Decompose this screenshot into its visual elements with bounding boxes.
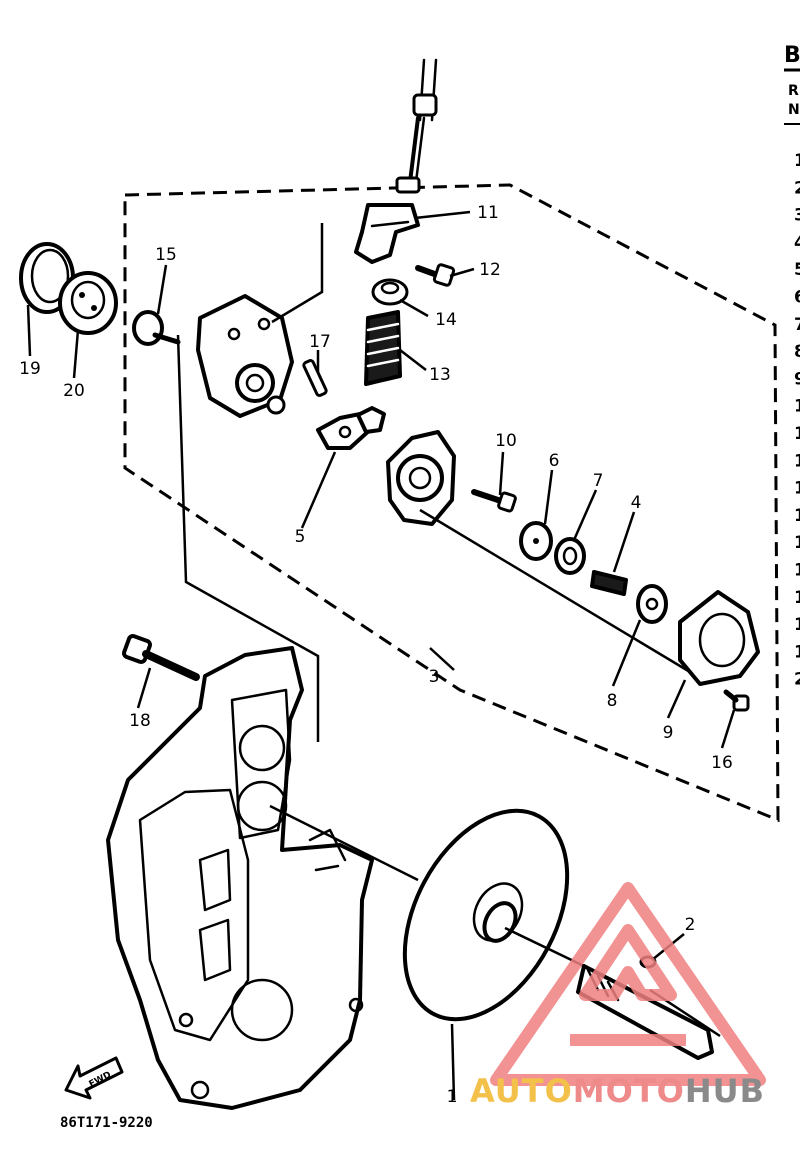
callout-19: 19 <box>19 359 41 379</box>
side-number: 1 <box>794 424 800 444</box>
part-1-impeller <box>402 808 570 1022</box>
side-number: 4 <box>794 233 800 253</box>
watermark-text: AUTOMOTOHUB <box>470 1072 765 1110</box>
callout-7: 7 <box>593 471 604 491</box>
assembly-boundary <box>123 183 780 823</box>
side-number: 1 <box>794 588 800 608</box>
callout-10: 10 <box>495 431 517 451</box>
side-number: 6 <box>794 288 800 308</box>
part-3-pump-body <box>386 430 456 526</box>
side-number: 1 <box>794 561 800 581</box>
part-20-cap <box>58 271 118 335</box>
side-number: 1 <box>794 533 800 553</box>
fwd-arrow: FWD <box>64 1056 124 1100</box>
callout-4: 4 <box>631 493 642 513</box>
side-number: 1 <box>794 642 800 662</box>
part-15-seal <box>132 310 181 346</box>
part-17-pin <box>302 359 328 397</box>
part-10-screw <box>471 489 517 513</box>
header-line-1: R <box>788 83 799 99</box>
side-number: 5 <box>794 260 800 280</box>
callout-9: 9 <box>663 723 674 743</box>
side-number: 3 <box>794 206 800 226</box>
callout-6: 6 <box>549 451 560 471</box>
callout-3: 3 <box>429 667 440 687</box>
callout-8: 8 <box>607 691 618 711</box>
callout-16: 16 <box>711 753 733 773</box>
side-number: 1 <box>794 451 800 471</box>
side-number: 1 <box>794 506 800 526</box>
part-4-spring <box>590 570 628 596</box>
side-number: 1 <box>794 397 800 417</box>
callout-1: 1 <box>447 1087 458 1107</box>
part-16-bolt <box>723 689 750 712</box>
part-12-screw <box>415 263 456 287</box>
callout-11: 11 <box>477 203 499 223</box>
watermark-auto: AUTO <box>470 1072 573 1110</box>
part-11-lever-bracket <box>354 203 420 264</box>
part-14-collar <box>371 278 409 306</box>
callout-5: 5 <box>295 527 306 547</box>
side-header: B R N <box>784 43 800 125</box>
side-number: 8 <box>794 342 800 362</box>
side-number: 2 <box>794 178 800 198</box>
callout-18: 18 <box>129 711 151 731</box>
watermark-moto: MOTO <box>573 1072 685 1110</box>
part-5-shaft <box>316 406 386 450</box>
side-number: 7 <box>794 315 800 335</box>
callout-20: 20 <box>63 381 85 401</box>
callout-15: 15 <box>155 245 177 265</box>
side-number: 1 <box>794 479 800 499</box>
callout-2: 2 <box>685 915 696 935</box>
throttle-cable <box>395 58 438 194</box>
side-number: 1 <box>794 615 800 635</box>
leader-lines <box>26 210 736 1101</box>
watermark-logo <box>490 882 766 1086</box>
callout-17: 17 <box>309 332 331 352</box>
callout-14: 14 <box>435 310 457 330</box>
callout-12: 12 <box>479 260 501 280</box>
side-number: 9 <box>794 369 800 389</box>
watermark-hub: HUB <box>685 1072 765 1110</box>
header-line-2: N <box>788 102 800 118</box>
housing <box>196 294 294 418</box>
side-number: 1 <box>794 151 800 171</box>
header-char: B <box>784 43 800 68</box>
diagram-code: 86T171-9220 <box>60 1115 153 1131</box>
part-18-bolt <box>122 634 200 681</box>
part-8-seal <box>636 584 668 624</box>
part-13-spring <box>364 310 402 386</box>
side-number: 2 <box>794 670 800 690</box>
watermark-triangle <box>490 882 766 1086</box>
crankcase <box>106 646 374 1110</box>
part-6-washer <box>519 521 553 561</box>
side-number-list: 1 2 3 4 5 6 7 8 9 1 1 1 1 1 1 1 1 1 1 2 <box>794 151 800 690</box>
callout-13: 13 <box>429 365 451 385</box>
part-7-plate <box>554 537 586 575</box>
part-9-cover <box>678 590 760 686</box>
